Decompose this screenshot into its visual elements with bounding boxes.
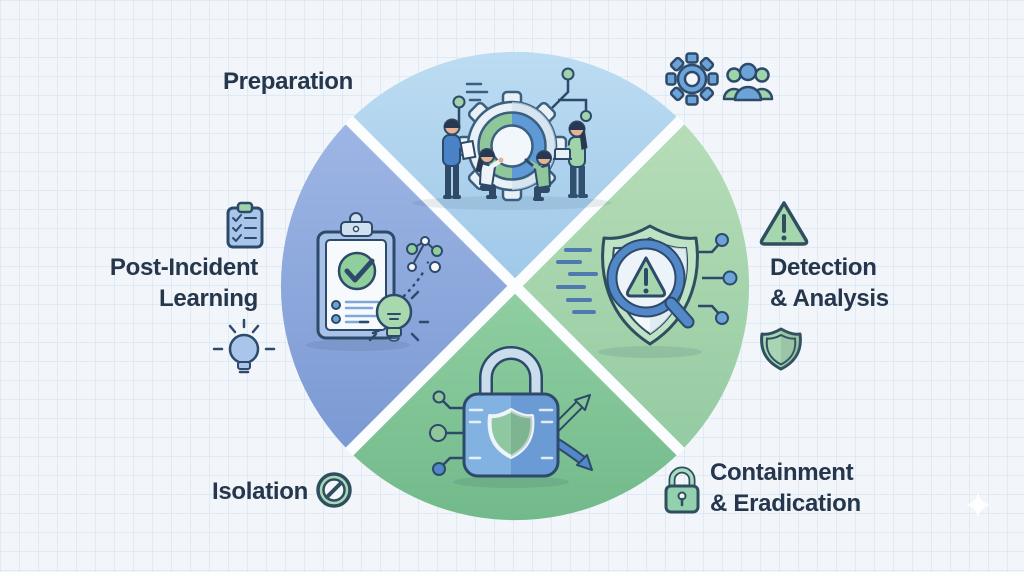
label-detection-line2: & Analysis [770,285,889,312]
illustration-postincident-clipboard [306,212,443,351]
clipboard [316,212,396,340]
molecule-decor [406,236,443,273]
label-postincident-line2: Learning [159,285,258,312]
label-containment-line1: Containment [710,459,854,486]
person-kneeling-left [475,148,504,199]
circuit-lines [442,400,464,466]
illustration-detection-shield [556,224,738,358]
label-preparation: Preparation [222,68,354,95]
label-containment-line2: & Eradication [710,490,861,517]
illustration-containment-lock [429,346,593,488]
shield-emblem [487,408,535,459]
warning-triangle-icon [759,201,809,246]
label-post-incident-learning: Post-Incident Learning [58,252,258,314]
sparkle-decor [966,492,990,518]
gear-icon [665,52,719,106]
person-standing-right [553,120,588,198]
label-postincident-line1: Post-Incident [109,254,258,281]
warning-triangle-in-shield [625,256,667,298]
dash-marks [465,82,489,102]
padlock-icon [664,466,700,514]
label-isolation: Isolation [212,478,308,505]
speed-dashes [556,248,598,314]
quadrant-postincident [280,120,515,452]
lock-ticks [468,408,554,460]
lightbulb-illustration [358,290,430,342]
illustration-preparation-team-gear [412,67,612,210]
label-detection-line1: Detection [770,254,877,281]
shield-icon [760,327,802,371]
person-kneeling-right [524,150,552,201]
quadrant-dividers [336,107,694,465]
clipboard-checklist-icon [226,201,264,249]
lightbulb-icon [212,318,276,374]
person-standing-left [442,118,477,199]
no-entry-icon [316,472,352,508]
team-icon [722,62,774,102]
label-containment-eradication: Containment & Eradication [710,457,861,519]
label-detection-analysis: Detection & Analysis [770,252,889,314]
circuit-lines [698,242,724,316]
